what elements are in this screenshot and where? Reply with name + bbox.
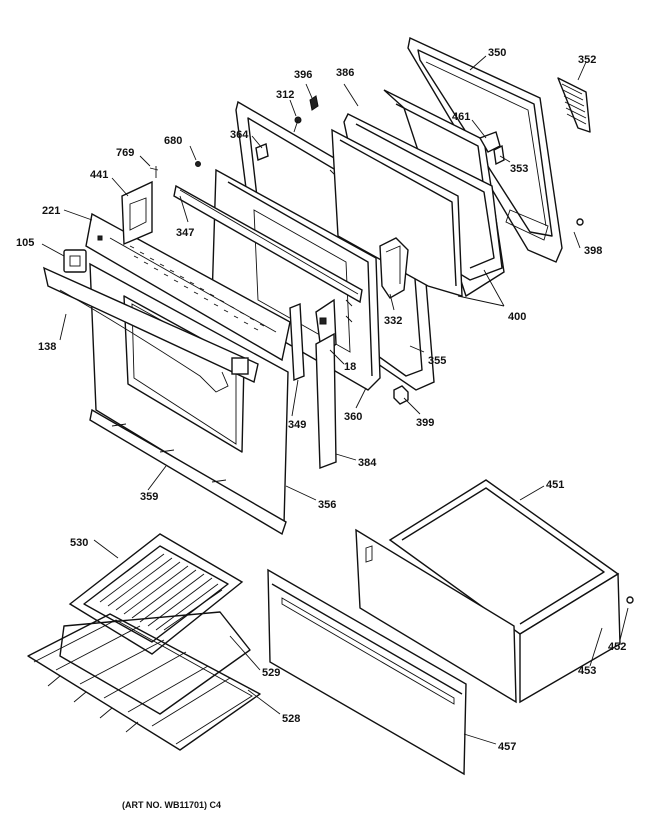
callout-359: 359 (140, 491, 158, 503)
vent-trim-352 (557, 77, 591, 133)
inner-door-panel-360 (211, 168, 381, 391)
screw-396 (309, 95, 319, 111)
callout-350: 350 (488, 47, 506, 59)
foot-399 (393, 385, 409, 405)
hinge-332 (379, 237, 409, 299)
callout-386: 386 (336, 67, 354, 79)
callout-347: 347 (176, 227, 194, 239)
callout-441: 441 (90, 169, 108, 181)
part-353 (493, 144, 505, 166)
callout-349: 349 (288, 419, 306, 431)
callout-399: 399 (416, 417, 434, 429)
bracket-349 (289, 302, 305, 382)
callout-398: 398 (584, 245, 602, 257)
screw-452 (626, 596, 634, 604)
callout-360: 360 (344, 411, 362, 423)
callout-384: 384 (358, 457, 377, 469)
leader-lines (41, 55, 629, 745)
door-handle-138 (43, 266, 259, 393)
callout-452: 452 (608, 641, 626, 653)
screw-398 (576, 218, 584, 226)
callout-355: 355 (428, 355, 446, 367)
callout-396: 396 (294, 69, 312, 81)
callout-356: 356 (318, 499, 336, 511)
callout-221: 221 (42, 205, 60, 217)
door-rail-384 (315, 332, 337, 469)
broiler-pan-530 (68, 533, 244, 655)
callout-18: 18 (344, 361, 356, 373)
insulation-strip-347 (173, 184, 363, 304)
callout-352: 352 (578, 54, 596, 66)
handle-cap-105 (63, 249, 87, 273)
door-bottom-trim-359 (89, 408, 287, 536)
screw-680 (195, 161, 201, 167)
callout-353: 353 (510, 163, 528, 175)
callout-labels: 350 352 396 386 312 461 680 364 353 769 … (16, 47, 626, 753)
storage-drawer-451 (355, 479, 621, 704)
callout-105: 105 (16, 237, 34, 249)
art-number: (ART NO. WB11701) C4 (122, 800, 221, 810)
glass-assembly-400 (331, 113, 503, 297)
drawer-front-457 (267, 568, 467, 776)
callout-769: 769 (116, 147, 134, 159)
callout-451: 451 (546, 479, 564, 491)
callout-138: 138 (38, 341, 56, 353)
callout-528: 528 (282, 713, 300, 725)
callout-364: 364 (230, 129, 249, 141)
screw-312 (293, 116, 302, 133)
control-panel-trim-221 (85, 212, 291, 362)
callout-400: 400 (508, 311, 526, 323)
callout-529: 529 (262, 667, 280, 679)
clip-364 (255, 143, 269, 161)
callout-453: 453 (578, 665, 596, 677)
broiler-pan-insert-529 (59, 611, 251, 715)
bracket-441 (121, 180, 153, 246)
callout-680: 680 (164, 135, 182, 147)
callout-332: 332 (384, 315, 402, 327)
callout-461: 461 (452, 111, 470, 123)
callout-312: 312 (276, 89, 294, 101)
callout-530: 530 (70, 537, 88, 549)
oven-rack-528 (27, 613, 261, 751)
screw-769 (149, 166, 159, 178)
callout-457: 457 (498, 741, 516, 753)
